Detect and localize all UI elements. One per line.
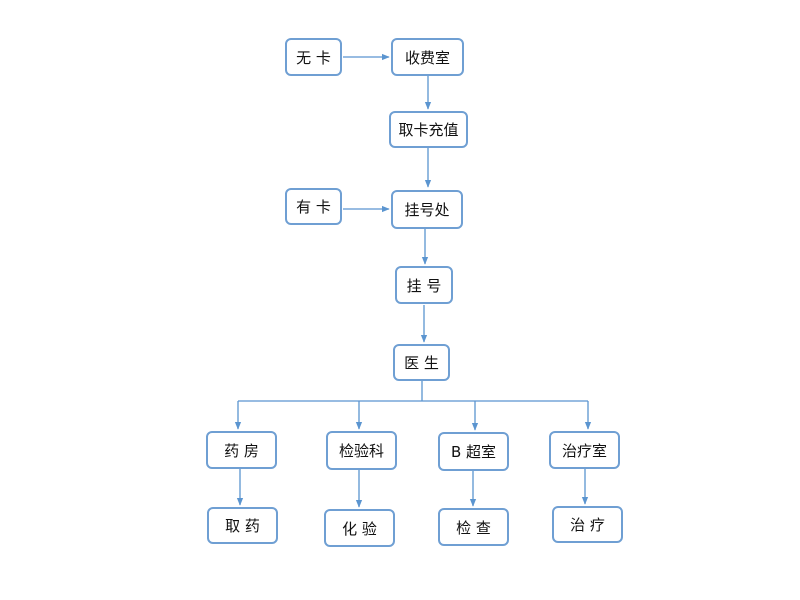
node-has-card: 有 卡: [285, 188, 342, 225]
node-treatment: 治 疗: [552, 506, 623, 543]
node-register: 挂 号: [395, 266, 453, 304]
node-treatment-room: 治疗室: [549, 431, 620, 469]
node-registration-office: 挂号处: [391, 190, 463, 229]
node-examination: 检 查: [438, 508, 509, 546]
node-pharmacy: 药 房: [206, 431, 277, 469]
node-get-card-recharge: 取卡充值: [389, 111, 468, 148]
node-ultrasound-room: B 超室: [438, 432, 509, 471]
node-cashier: 收费室: [391, 38, 464, 76]
node-lab-test: 化 验: [324, 509, 395, 547]
node-lab: 检验科: [326, 431, 397, 470]
node-doctor: 医 生: [393, 344, 450, 381]
node-no-card: 无 卡: [285, 38, 342, 76]
node-get-medicine: 取 药: [207, 507, 278, 544]
